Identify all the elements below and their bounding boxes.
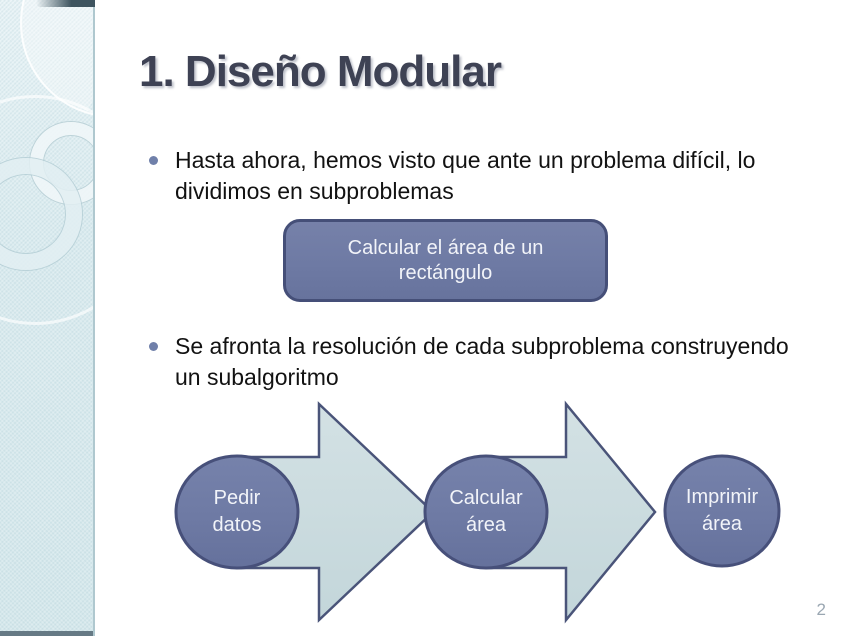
- problem-box-line: Calcular el área de un: [347, 236, 544, 259]
- flow-step-label-line: área: [701, 513, 743, 535]
- problem-box: Calcular el área de un rectángulo: [283, 219, 608, 302]
- flow-step-ellipse-imprimir-area: [663, 454, 781, 568]
- flow-step-label-line: datos: [212, 514, 262, 536]
- flow-step-label: Calcular área: [416, 484, 556, 540]
- bullet-text-line: un subalgoritmo: [175, 364, 339, 390]
- flow-step-label: Pedir datos: [167, 484, 307, 540]
- top-accent-bar: [36, 0, 95, 7]
- sidebar-bottom-edge: [0, 631, 93, 636]
- flow-step-ellipse-calcular-area: [423, 454, 549, 570]
- flow-step-label-line: Calcular: [449, 487, 523, 509]
- bullet-icon: [149, 156, 158, 165]
- flow-step-ellipse-pedir-datos: [174, 454, 300, 570]
- flow-step-label-line: Imprimir: [685, 486, 759, 508]
- bullet-item: Hasta ahora, hemos visto que ante un pro…: [140, 145, 755, 207]
- circle-decoration: [0, 95, 93, 325]
- bullet-text-line: Hasta ahora, hemos visto que ante un pro…: [175, 147, 756, 173]
- bullet-icon: [149, 342, 158, 351]
- bullet-text-line: dividimos en subproblemas: [175, 178, 454, 204]
- page-number: 2: [816, 600, 826, 619]
- flow-step-label: Imprimir área: [652, 483, 792, 539]
- sidebar-decoration: [0, 0, 95, 636]
- flow-step-label-line: área: [465, 514, 507, 536]
- bullet-item: Se afronta la resolución de cada subprob…: [140, 331, 789, 393]
- bullet-text-line: Se afronta la resolución de cada subprob…: [175, 333, 789, 359]
- slide-title: 1. Diseño Modular: [139, 47, 502, 96]
- flow-step-label-line: Pedir: [213, 487, 261, 509]
- problem-box-line: rectángulo: [398, 261, 493, 284]
